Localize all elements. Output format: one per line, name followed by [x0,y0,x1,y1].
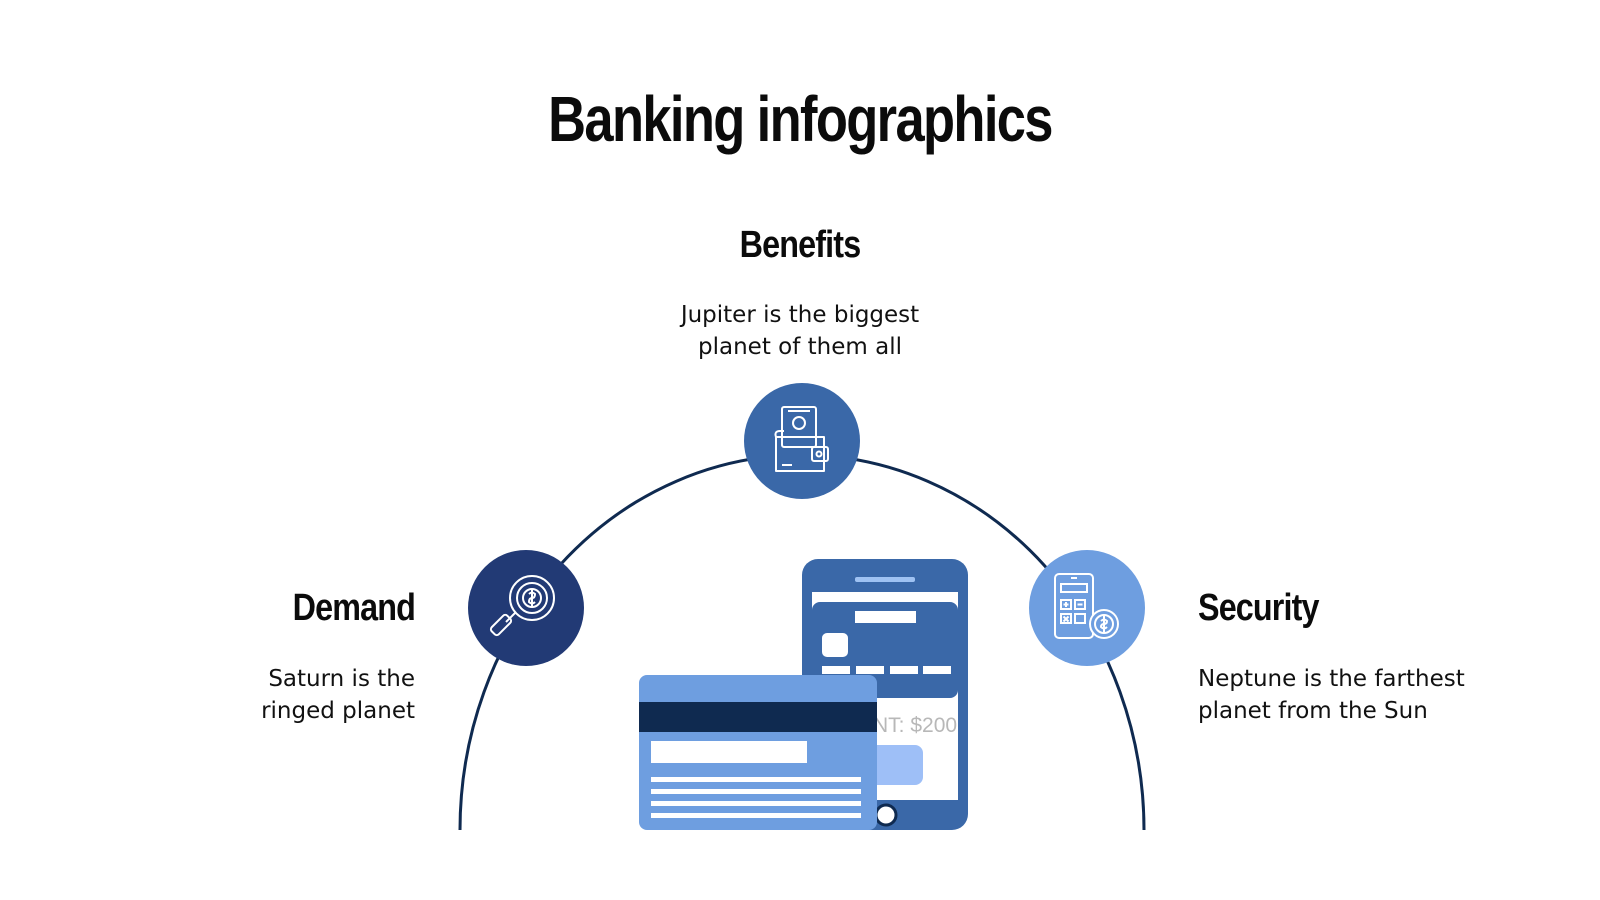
phone-amount-text: NT: $200 [873,714,957,737]
demand-description: Saturn is the ringed planet [200,663,415,727]
wallet-icon [774,406,829,472]
demand-icon-circle [468,550,584,666]
demand-description-text: Saturn is the ringed planet [261,666,415,724]
benefits-icon-circle [744,383,860,499]
page-title: Banking infographics [548,83,1053,155]
magnifier-dollar-icon [489,575,555,637]
benefits-heading: Benefits [739,224,861,266]
security-description-text: Neptune is the farthest planet from the … [1198,666,1465,724]
security-description: Neptune is the farthest planet from the … [1198,663,1518,727]
benefits-description-text: Jupiter is the biggest planet of them al… [680,302,920,360]
demand-heading: Demand [292,587,416,629]
credit-card-illustration [639,675,877,830]
calculator-phone-icon [1054,573,1119,639]
benefits-description: Jupiter is the biggest planet of them al… [600,299,1000,363]
security-icon-circle [1029,550,1145,666]
security-heading: Security [1198,587,1320,629]
